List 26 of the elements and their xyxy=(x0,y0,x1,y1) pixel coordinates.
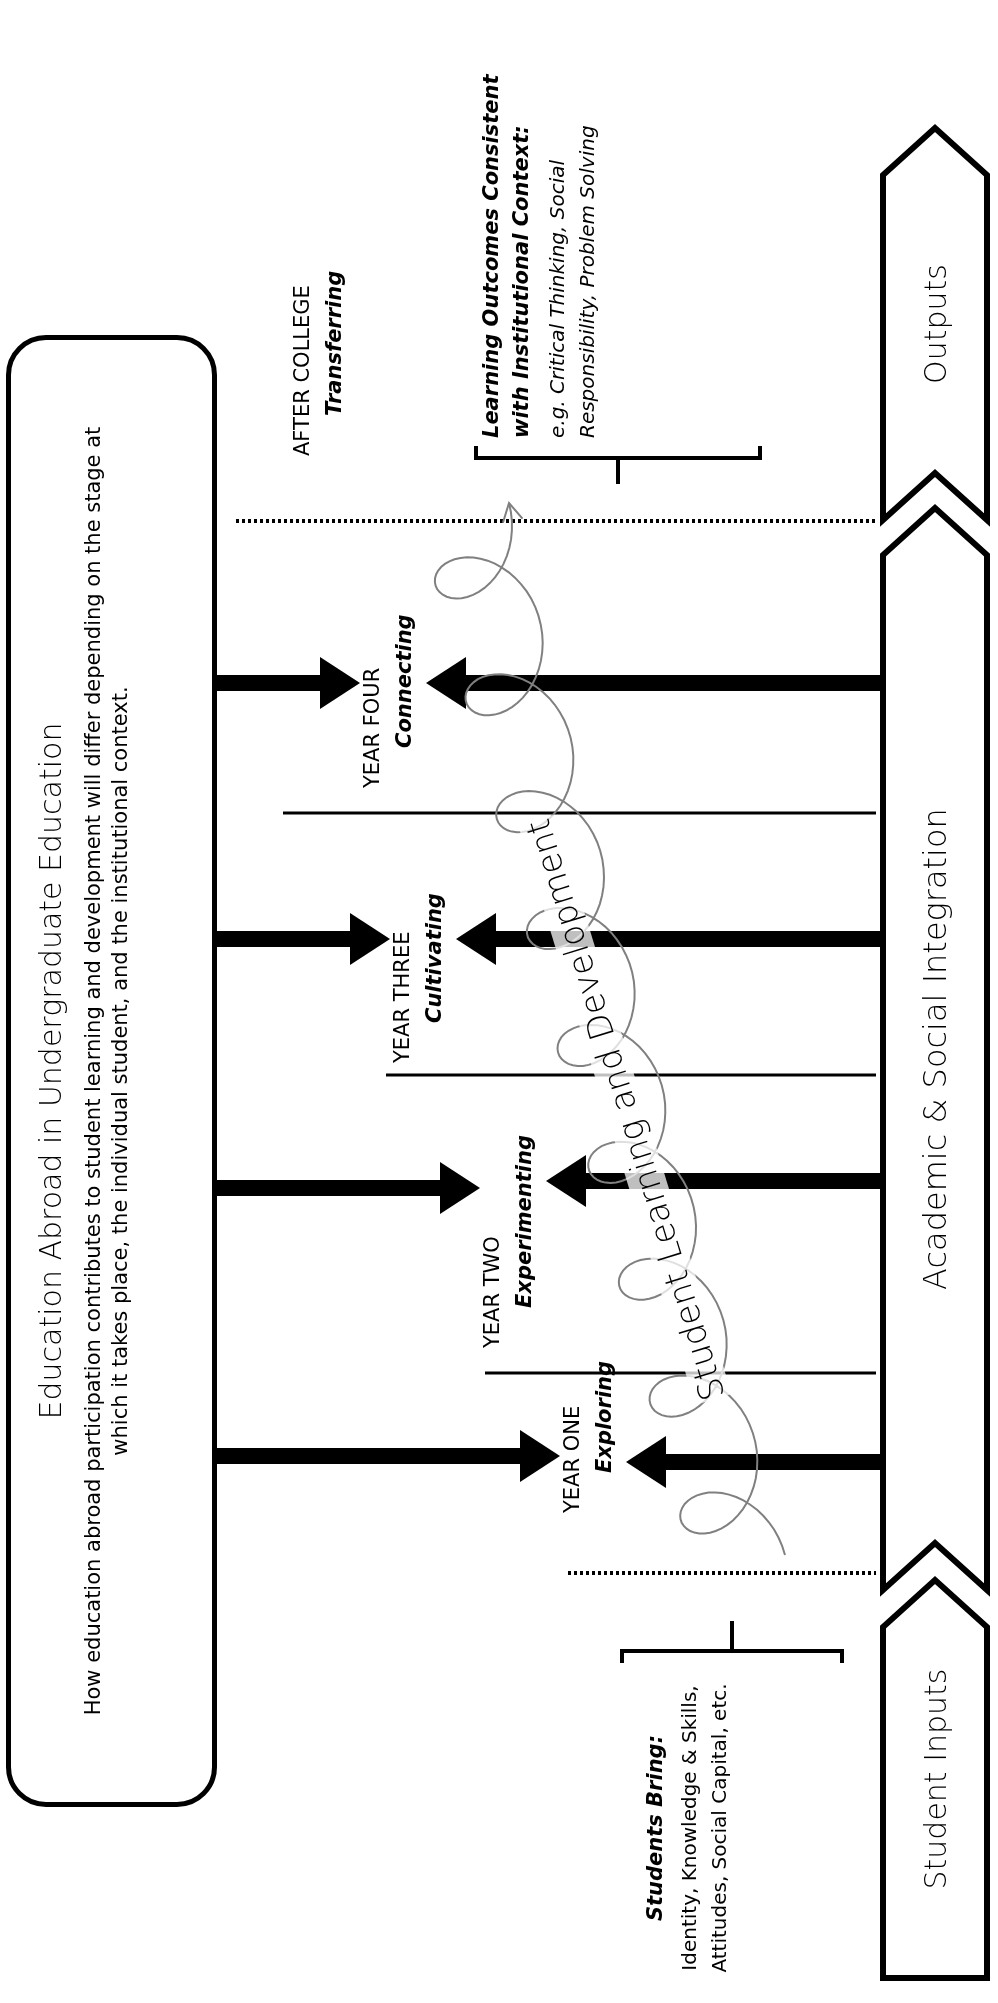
chevron-label: Academic & Social Integration xyxy=(916,808,954,1290)
heading-text: Learning Outcomes Consistent with Institutional Context: xyxy=(478,72,534,438)
stage-label: YEAR FOUR xyxy=(360,666,384,788)
arrow xyxy=(217,913,390,965)
box-description: How education abroad participation contributes to student learning and development will differ depending on the stage at which it takes place, the individual student, and the institutional context. xyxy=(80,425,133,1718)
arrow xyxy=(626,1436,880,1488)
stage-label: YEAR TWO xyxy=(480,1235,504,1348)
arrow xyxy=(426,657,880,709)
rounded-box xyxy=(6,335,217,1807)
body-text: e.g. Critical Thinking, Social Responsibility, Problem Solving xyxy=(544,124,600,438)
arrow xyxy=(217,1430,560,1482)
stage-label: AFTER COLLEGE xyxy=(290,284,314,456)
chevron-label: Student Inputs xyxy=(917,1668,953,1890)
stage-label: YEAR THREE xyxy=(390,930,414,1063)
stage-name: Cultivating xyxy=(422,893,446,1023)
stage-name: Connecting xyxy=(392,614,416,748)
arrow xyxy=(546,1155,880,1207)
arrow xyxy=(456,913,880,965)
heading-text: Students Bring: xyxy=(642,1734,668,1922)
arrow xyxy=(217,657,360,709)
box-title: Education Abroad in Undergraduate Education xyxy=(33,722,68,1420)
stage-name: Transferring xyxy=(322,270,346,416)
stage-label: YEAR ONE xyxy=(560,1404,584,1513)
chevron-label: Outputs xyxy=(917,264,953,384)
arrow xyxy=(217,1162,480,1214)
body-text: Identity, Knowledge & Skills, Attitudes, Social Capital, etc. xyxy=(676,1682,732,1975)
